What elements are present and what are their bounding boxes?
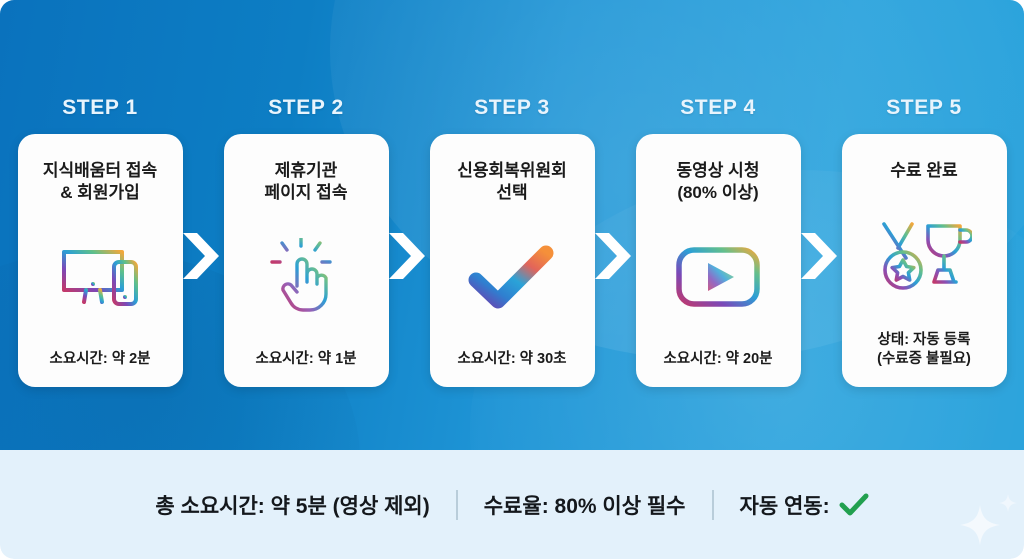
step-3-title: 신용회복위원회 선택 — [457, 161, 567, 203]
total-time-summary: 총 소요시간: 약 5분 (영상 제외) — [155, 494, 430, 518]
step-2-label: STEP 2 — [268, 96, 344, 119]
step-3[interactable]: STEP 3 신용회복위원회 선택 — [429, 96, 595, 387]
auto-sync-label: 자동 연동: — [739, 494, 830, 518]
footer-divider-1 — [455, 489, 458, 520]
arrow-connector-3 — [595, 227, 636, 285]
auto-sync-summary: 자동 연동: — [740, 490, 869, 520]
arrow-connector-2 — [389, 227, 430, 285]
step-5-card[interactable]: 수료 완료 — [841, 134, 1007, 387]
step-2[interactable]: STEP 2 제휴기관 페이지 접속 — [223, 96, 389, 387]
step-5-title: 수료 완료 — [890, 161, 958, 180]
click-hand-icon — [232, 205, 381, 350]
step-2-title: 제휴기관 페이지 접속 — [264, 161, 348, 203]
monitor-smartphone-icon — [26, 205, 175, 350]
hero-section: STEP 1 지식배움터 접속 & 회원가입 — [0, 0, 1024, 450]
video-play-icon — [644, 205, 793, 350]
step-2-card[interactable]: 제휴기관 페이지 접속 — [223, 134, 389, 387]
arrow-connector-4 — [801, 227, 842, 285]
step-5-note: 상태: 자동 등록 (수료증 불필요) — [877, 331, 971, 367]
step-3-note: 소요시간: 약 30초 — [457, 350, 567, 367]
medal-trophy-icon — [850, 182, 999, 330]
step-1-title: 지식배움터 접속 & 회원가입 — [42, 161, 158, 203]
step-4[interactable]: STEP 4 동영상 시청 (80% 이상) — [635, 96, 801, 387]
arrow-connector-1 — [183, 227, 224, 285]
step-4-card[interactable]: 동영상 시청 (80% 이상) — [635, 134, 801, 387]
step-5-label: STEP 5 — [886, 96, 962, 119]
step-4-title: 동영상 시청 (80% 이상) — [676, 161, 760, 203]
checkmark-icon — [438, 205, 587, 350]
step-3-label: STEP 3 — [474, 96, 550, 119]
footer-divider-2 — [711, 489, 714, 520]
step-4-note: 소요시간: 약 20분 — [663, 350, 773, 367]
sparkle-icon — [960, 505, 1000, 545]
completion-rate-summary: 수료율: 80% 이상 필수 — [483, 494, 686, 518]
step-1-card[interactable]: 지식배움터 접속 & 회원가입 — [17, 134, 183, 387]
step-1-label: STEP 1 — [62, 96, 138, 119]
step-1-note: 소요시간: 약 2분 — [49, 350, 151, 367]
green-check-icon — [839, 493, 869, 515]
steps-row: STEP 1 지식배움터 접속 & 회원가입 — [0, 96, 1024, 416]
step-5[interactable]: STEP 5 수료 완료 — [841, 96, 1007, 387]
step-4-label: STEP 4 — [680, 96, 756, 119]
step-3-card[interactable]: 신용회복위원회 선택 — [429, 134, 595, 387]
summary-footer: 총 소요시간: 약 5분 (영상 제외) 수료율: 80% 이상 필수 자동 연… — [0, 450, 1024, 559]
step-1[interactable]: STEP 1 지식배움터 접속 & 회원가입 — [17, 96, 183, 387]
step-2-note: 소요시간: 약 1분 — [255, 350, 357, 367]
sparkle-small-icon — [999, 494, 1017, 512]
